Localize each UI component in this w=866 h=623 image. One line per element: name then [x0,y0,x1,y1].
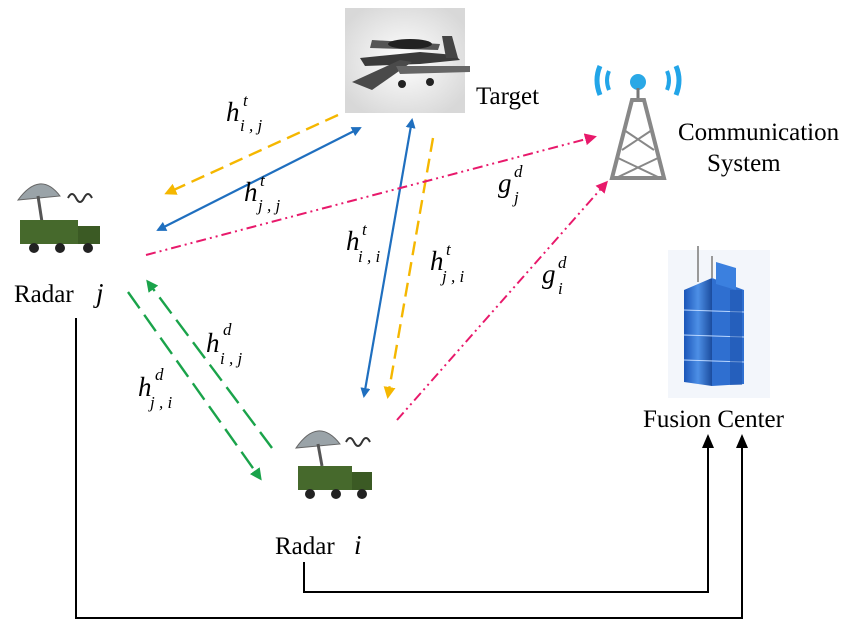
antenna-tower-icon [594,65,682,180]
channel-sub: j , i [440,267,464,286]
target-label: Target [476,83,539,110]
channel-sup: d [155,365,164,384]
channel-base: h [430,246,444,276]
channel-sup: t [362,220,368,239]
channel-g-d-j: g d j [498,162,523,207]
channel-h-t-jj: h t j , j [244,171,280,215]
channel-base: h [244,177,258,207]
channel-base: h [206,328,220,358]
link-radar-i-target [360,118,416,398]
link-radar-j-target [156,127,362,231]
channel-base: h [226,97,240,127]
channel-h-t-ij: h t i , j [226,91,262,135]
backhaul-radar-j [75,318,748,619]
building-icon [668,246,770,398]
channel-sup: t [446,240,452,259]
radar-j-label: Radar [14,281,74,308]
channel-sub: i , j [240,116,262,135]
radar-i-label: Radar [275,533,335,560]
channel-base: g [498,168,512,198]
link-radar-j-to-radar-i [127,291,262,481]
channel-sub: j , j [256,196,280,215]
radar-truck-icon [294,430,372,499]
channel-sub: i , j [220,349,242,368]
channel-sub: j [512,188,519,207]
link-radar-i-to-comm [396,180,608,421]
channel-sub: j , i [148,393,172,412]
channel-sup: t [243,91,249,110]
channel-sup: d [223,320,232,339]
airplane-icon [345,8,470,113]
fusion-center-label: Fusion Center [643,406,785,433]
channel-h-t-ji: h t j , i [430,240,464,286]
radar-truck-icon [16,183,100,253]
link-radar-j-to-comm [145,133,597,256]
backhaul-radar-i [303,434,714,593]
radar-i-index: i [354,530,362,560]
channel-h-d-ji: h d j , i [138,365,172,412]
communication-label-line1: Communication [678,119,840,146]
channel-base: h [138,372,152,402]
link-target-to-radar-i [383,137,435,399]
channel-h-d-ij: h d i , j [206,320,242,368]
channel-sup: t [260,171,266,190]
channel-sup: d [558,253,567,272]
channel-sub: i , i [358,247,380,266]
channel-base: h [346,226,360,256]
communication-label-line2: System [707,150,781,177]
channel-g-d-i: g d i [542,253,567,298]
radar-j-index: j [93,278,104,308]
channel-sup: d [514,162,523,181]
channel-sub: i [558,279,563,298]
channel-base: g [542,259,556,289]
link-radar-i-to-radar-j [146,279,273,449]
channel-h-t-ii: h t i , i [346,220,380,266]
